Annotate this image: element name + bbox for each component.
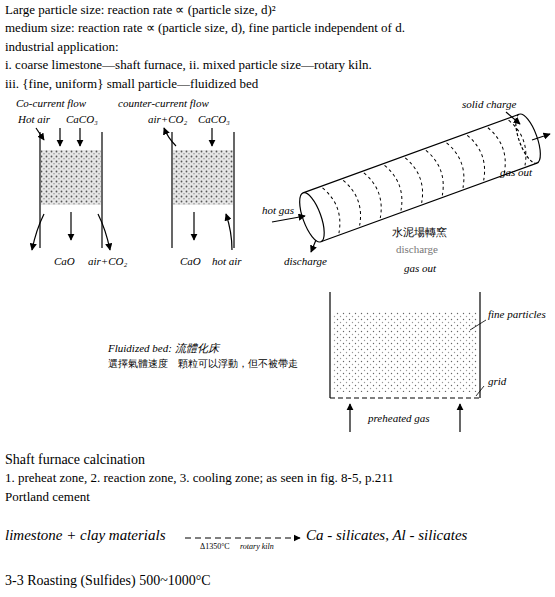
kiln-label: hot gas <box>262 204 294 217</box>
bed-label: Fluidized bed: 流體化床 <box>108 342 219 355</box>
text-line: 1. preheat zone, 2. reaction zone, 3. co… <box>5 471 394 486</box>
flow-label: Hot air <box>18 113 50 126</box>
flow-label: CaO <box>54 255 75 268</box>
arrow-condition: Δ1350°C <box>200 542 230 551</box>
flow-label: CaO <box>180 255 201 268</box>
text-line: medium size: reaction rate ∝ (particle s… <box>5 21 405 36</box>
flow-label: CaCO₃ <box>66 113 98 126</box>
arrow-condition: rotary kiln <box>240 542 274 551</box>
flow-caption: counter-current flow <box>118 97 209 110</box>
flow-label: air+CO₂ <box>148 113 187 126</box>
text-line: Large particle size: reaction rate ∝ (pa… <box>5 3 276 18</box>
fluidized-bed <box>330 292 486 432</box>
equation-text: Ca - silicates, Al - silicates <box>306 527 467 544</box>
text-line: Portland cement <box>5 490 90 505</box>
shaft-furnace <box>164 128 234 250</box>
bed-label: grid <box>488 375 506 388</box>
text-line: 3-3 Roasting (Sulfides) 500~1000°C <box>5 573 211 589</box>
bed-note: 選擇氣體速度 顆粒可以浮動，但不被帶走 <box>108 358 298 370</box>
flow-label: air+CO₂ <box>88 255 127 268</box>
equation-text: limestone + clay materials <box>5 527 166 544</box>
kiln-label: discharge <box>284 255 327 268</box>
flow-label: CaCO₃ <box>198 113 230 126</box>
bed-label: fine particles <box>488 308 546 321</box>
kiln-label: discharge <box>396 243 438 256</box>
flow-caption: Co-current flow <box>16 97 86 110</box>
text-line: i. coarse limestone—shaft furnace, ii. m… <box>5 58 372 73</box>
kiln-label: 水泥場轉窯 <box>392 226 447 239</box>
text-line: Shaft furnace calcination <box>5 452 145 468</box>
kiln-label: gas out <box>404 262 436 275</box>
flow-label: hot air <box>212 255 242 268</box>
reaction-arrow <box>185 537 300 538</box>
bed-label: preheated gas <box>368 412 430 425</box>
text-line: iii. {fine, uniform} small particle—flui… <box>5 77 258 92</box>
text-line: industrial application: <box>5 40 119 55</box>
kiln-label: gas out <box>500 166 532 179</box>
kiln-label: solid charge <box>462 98 516 111</box>
rotary-kiln <box>272 111 550 252</box>
shaft-furnace <box>32 128 110 250</box>
